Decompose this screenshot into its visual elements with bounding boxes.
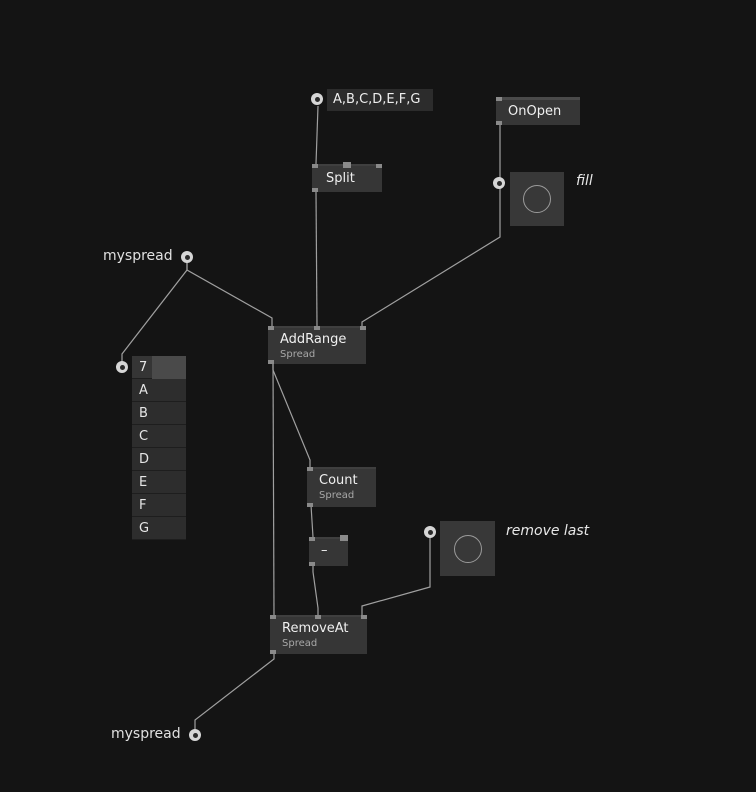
string-value-box[interactable]: A,B,C,D,E,F,G xyxy=(327,89,433,111)
onopen-input-pin[interactable] xyxy=(496,97,502,101)
list-item: D xyxy=(132,448,186,471)
list-item: G xyxy=(132,517,186,540)
split-separator-pin[interactable] xyxy=(343,162,351,168)
list-item: F xyxy=(132,494,186,517)
addrange-input-pin-3[interactable] xyxy=(360,326,366,330)
myspread-input-label: myspread xyxy=(103,248,173,264)
removeat-input-pin-1[interactable] xyxy=(270,615,276,619)
minus-input-pin-2[interactable] xyxy=(340,535,348,541)
list-input-pin-icon[interactable] xyxy=(116,361,128,373)
list-item: C xyxy=(132,425,186,448)
split-node-title: Split xyxy=(326,171,355,186)
remove-last-bang-button[interactable] xyxy=(440,521,495,576)
count-node[interactable]: Count Spread xyxy=(307,467,376,507)
split-input-pin[interactable] xyxy=(312,164,318,168)
wire-split-to-addrange[interactable] xyxy=(315,191,318,327)
onopen-node[interactable]: OnOpen xyxy=(496,97,580,125)
comment-remove-last: remove last xyxy=(506,523,590,539)
remove-last-pin-icon[interactable] xyxy=(424,526,436,538)
string-input-pin-icon[interactable] xyxy=(311,93,323,105)
count-output-pin[interactable] xyxy=(307,503,313,507)
onopen-node-title: OnOpen xyxy=(508,104,562,119)
addrange-output-pin[interactable] xyxy=(268,360,274,364)
wire-remove-bang-to-removeat[interactable] xyxy=(361,537,431,616)
count-node-title: Count xyxy=(319,473,358,488)
split-output-pin[interactable] xyxy=(312,188,318,192)
wire-addrange-to-removeat[interactable] xyxy=(272,361,275,617)
split-node[interactable]: Split xyxy=(312,162,382,192)
split-input-pin-right[interactable] xyxy=(376,164,382,168)
list-item: A xyxy=(132,379,186,402)
count-node-category: Spread xyxy=(319,490,355,501)
wire-count-to-minus[interactable] xyxy=(310,504,314,538)
removeat-input-pin-2[interactable] xyxy=(315,615,321,619)
list-item: B xyxy=(132,402,186,425)
addrange-node-category: Spread xyxy=(280,349,316,360)
removeat-node[interactable]: RemoveAt Spread xyxy=(270,615,367,654)
removeat-node-category: Spread xyxy=(282,638,318,649)
myspread-output-label: myspread xyxy=(111,726,181,742)
minus-node[interactable]: – xyxy=(309,535,348,566)
removeat-input-pin-3[interactable] xyxy=(361,615,367,619)
fill-bang-button[interactable] xyxy=(510,172,564,226)
spread-count: 7 xyxy=(139,360,148,375)
addrange-node[interactable]: AddRange Spread xyxy=(268,326,366,364)
wire-myspread-to-addrange[interactable] xyxy=(186,262,273,326)
wire-minus-to-removeat[interactable] xyxy=(312,564,319,616)
addrange-input-pin-2[interactable] xyxy=(314,326,320,330)
removeat-node-title: RemoveAt xyxy=(282,621,349,636)
count-input-pin[interactable] xyxy=(307,467,313,471)
myspread-input-pin-icon[interactable] xyxy=(181,251,193,263)
addrange-input-pin-1[interactable] xyxy=(268,326,274,330)
wire-myspread-to-list[interactable] xyxy=(121,262,188,362)
comment-fill: fill xyxy=(576,173,593,189)
wire-removeat-to-myspread[interactable] xyxy=(194,651,275,730)
wire-addrange-to-count[interactable] xyxy=(272,362,311,468)
list-item: E xyxy=(132,471,186,494)
fill-pin-icon[interactable] xyxy=(493,177,505,189)
minus-node-title: – xyxy=(321,543,328,558)
circle-ring-icon xyxy=(453,534,482,563)
addrange-node-title: AddRange xyxy=(280,332,347,347)
removeat-output-pin[interactable] xyxy=(270,650,276,654)
wire-fill-bang-to-addrange[interactable] xyxy=(361,188,501,326)
onopen-output-pin[interactable] xyxy=(496,121,502,125)
myspread-output-pin-icon[interactable] xyxy=(189,729,201,741)
minus-output-pin[interactable] xyxy=(309,562,315,566)
spread-count-row: 7 xyxy=(132,356,186,379)
spread-list-display[interactable]: 7 A B C D E F G xyxy=(132,356,186,540)
circle-ring-icon xyxy=(523,185,551,213)
wire-string-to-split[interactable] xyxy=(315,105,319,165)
minus-input-pin-1[interactable] xyxy=(309,537,315,541)
